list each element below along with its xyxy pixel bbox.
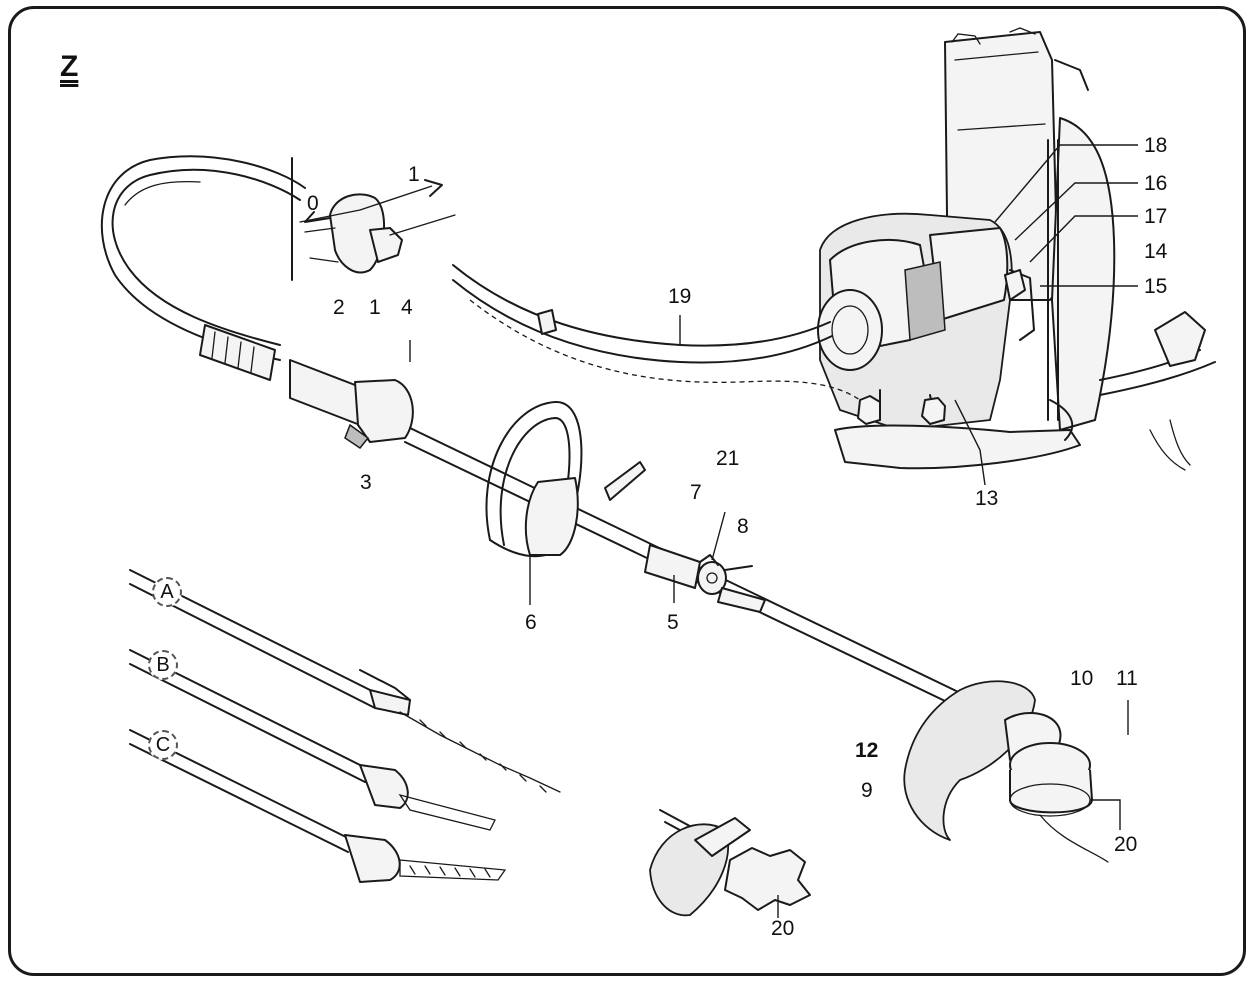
callout-7: 7 <box>690 481 702 504</box>
attachment-label-b: B <box>148 650 178 680</box>
loop-handle <box>485 400 646 558</box>
figure-letter: Z <box>60 50 79 83</box>
base-tray <box>834 424 1081 470</box>
leader-lines <box>409 144 1138 918</box>
callout-1: 1 <box>369 296 381 319</box>
attachment-label-c: C <box>148 730 178 760</box>
callout-19: 19 <box>668 285 692 308</box>
callout-18: 18 <box>1144 134 1168 157</box>
callout-3: 3 <box>360 471 372 494</box>
attachment-pole-saw <box>129 729 507 883</box>
callout-17: 17 <box>1144 205 1168 228</box>
callout-14: 14 <box>1144 240 1168 263</box>
saw-blade-head <box>649 809 811 917</box>
shaft-coupling <box>644 544 766 613</box>
callout-15: 15 <box>1144 275 1168 298</box>
engine <box>817 212 1035 431</box>
callout-10: 10 <box>1070 667 1094 690</box>
shoulder-harness <box>1099 311 1216 471</box>
flexible-drive-hose <box>100 155 861 401</box>
callout-9: 9 <box>861 779 873 802</box>
callout-5: 5 <box>667 611 679 634</box>
callout-4: 4 <box>401 296 413 319</box>
callout-2: 2 <box>333 296 345 319</box>
callout-20-head: 20 <box>1114 833 1138 856</box>
callout-13: 13 <box>975 487 999 510</box>
attachment-label-a: A <box>152 577 182 607</box>
attachment-drill <box>129 569 561 793</box>
callout-16: 16 <box>1144 172 1168 195</box>
callout-8: 8 <box>737 515 749 538</box>
callout-12: 12 <box>855 739 879 762</box>
inset-stop-switch <box>291 157 456 281</box>
throttle-grip <box>199 324 414 450</box>
callout-6: 6 <box>525 611 537 634</box>
trimmer-head <box>903 680 1109 863</box>
callout-21: 21 <box>716 447 740 470</box>
callout-20-blade: 20 <box>771 917 795 940</box>
switch-on-label: 1 <box>408 163 420 186</box>
switch-off-label: 0 <box>307 192 319 215</box>
callout-11: 11 <box>1116 667 1138 690</box>
